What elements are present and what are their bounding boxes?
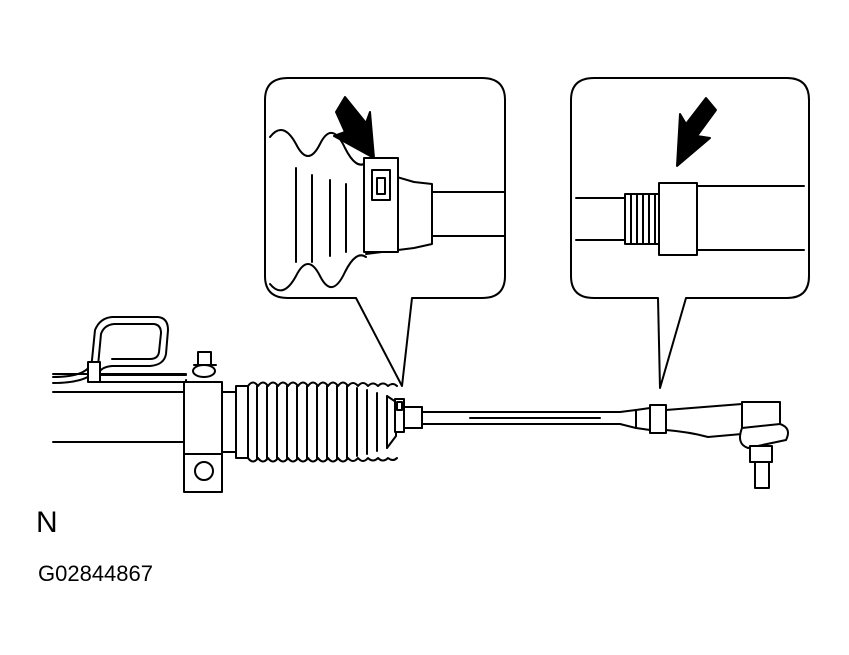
figure-id-label: G02844867: [38, 561, 153, 586]
rack-boot: [247, 381, 398, 463]
mounting-bracket: [183, 351, 249, 493]
view-label: N: [36, 506, 58, 539]
feed-pipe: [52, 316, 187, 384]
lock-nut-arrow: [676, 97, 717, 167]
boot-clamp-arrow: [333, 96, 375, 159]
tie-rod: [403, 404, 667, 434]
lock-nut-callout: [570, 77, 810, 389]
boot-clamp: [394, 398, 405, 433]
tie-rod-end: [665, 401, 789, 489]
rack-housing: [52, 373, 187, 456]
boot-clamp-callout: [264, 77, 506, 387]
